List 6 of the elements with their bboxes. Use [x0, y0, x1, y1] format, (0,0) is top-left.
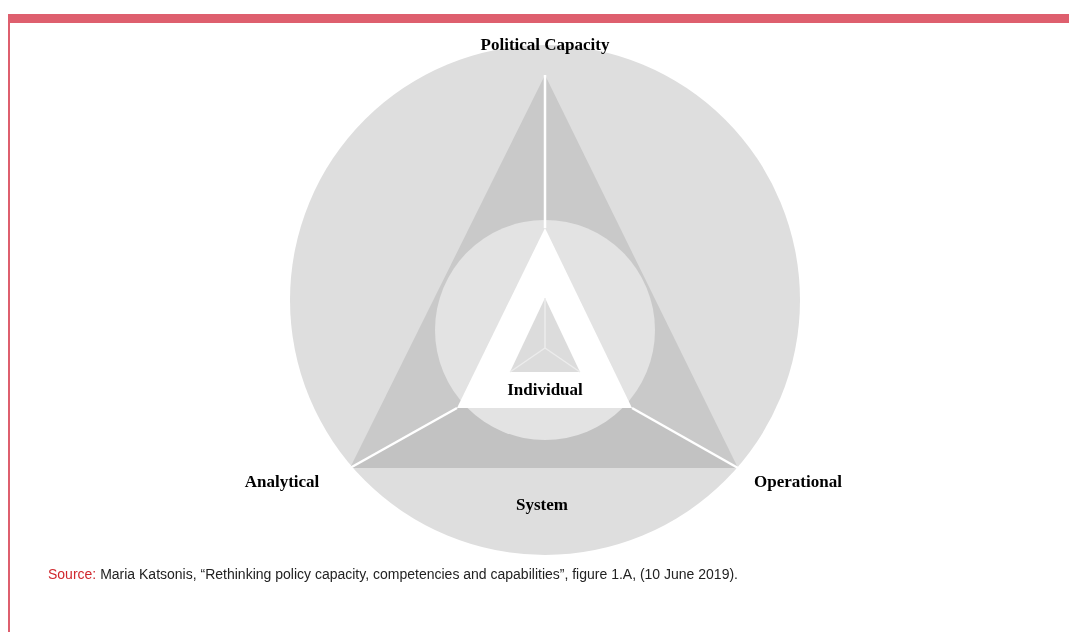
- dimension-label: System: [516, 495, 568, 515]
- dimension-label: Individual: [507, 380, 583, 400]
- source-caption: Source: Maria Katsonis, “Rethinking policy capacity, competencies and capabilities”, figure 1.A, (10 June 2019).: [48, 566, 739, 582]
- dimension-label: Analytical: [244, 472, 320, 492]
- dimension-label: Operational: [754, 472, 842, 492]
- apex-label: Political Capacity: [480, 35, 610, 55]
